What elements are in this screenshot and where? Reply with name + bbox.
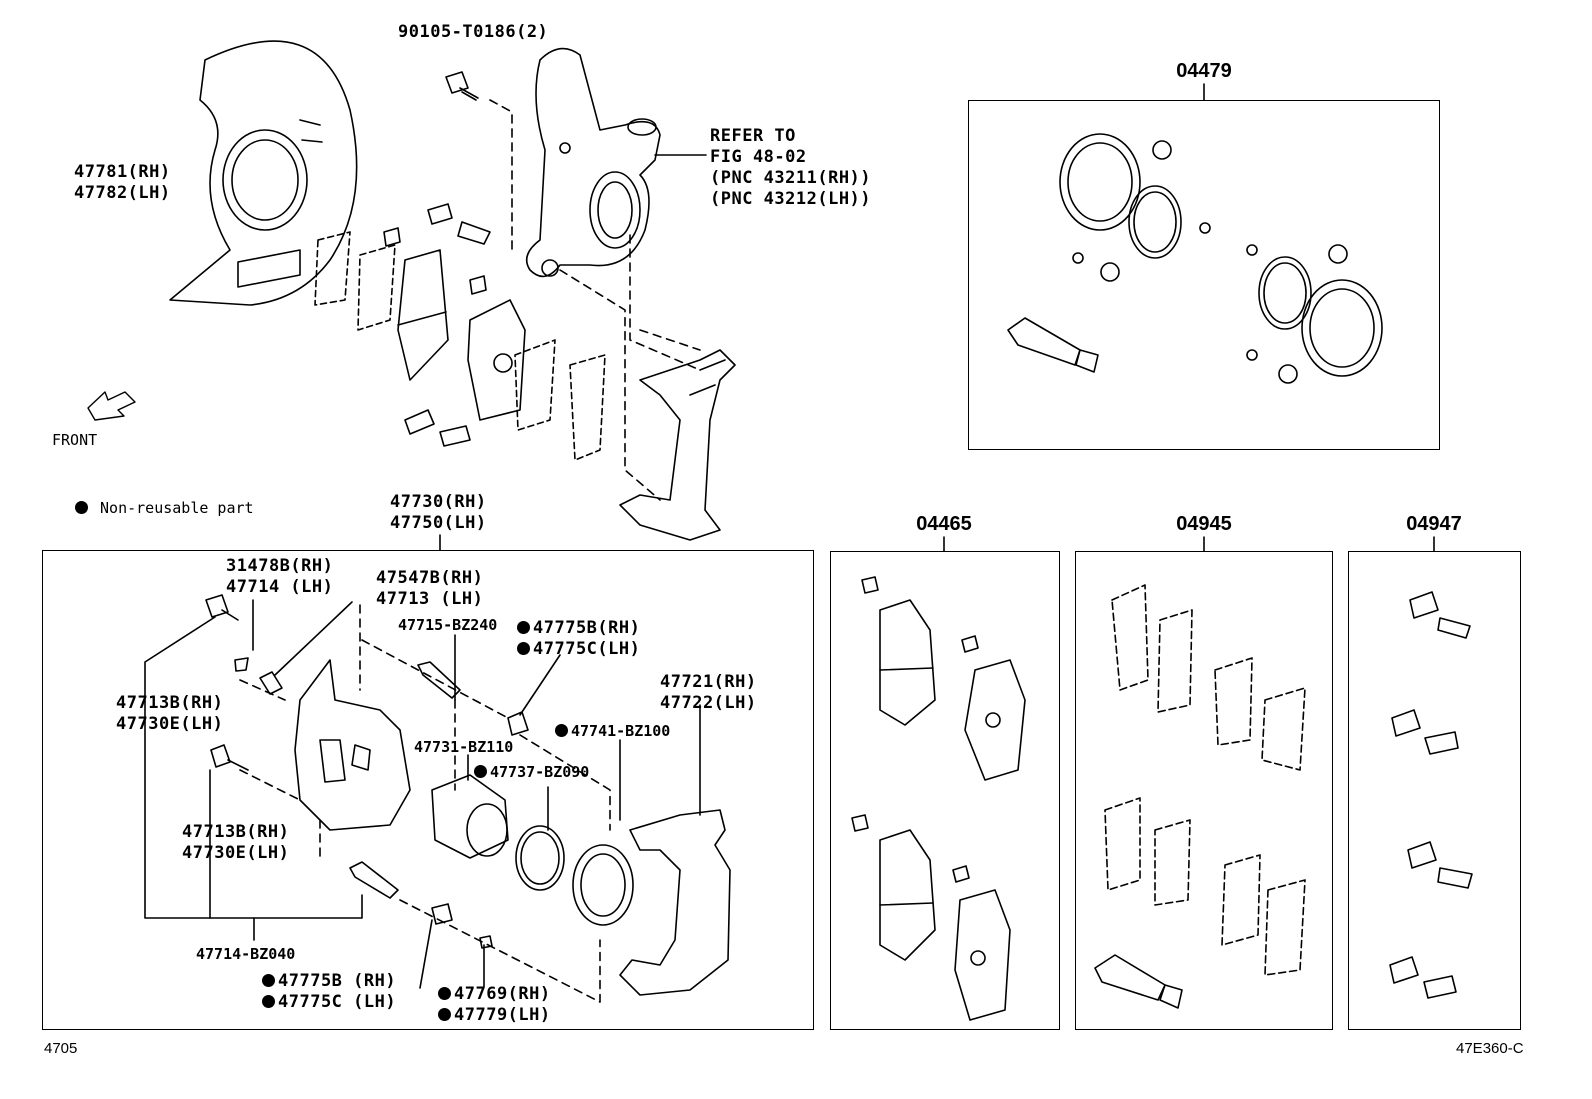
label-47715-BZ240[interactable]: 47715-BZ240 xyxy=(398,616,498,634)
upper-pad-assembly xyxy=(314,203,606,461)
caliper-assembly-drawing xyxy=(144,594,731,996)
steering-knuckle-shape xyxy=(525,47,661,278)
non-reusable-dot-icon xyxy=(438,1008,451,1021)
dashed-guides-lower xyxy=(239,604,611,1003)
non-reusable-dot-icon xyxy=(262,995,275,1008)
non-reusable-dot-icon xyxy=(517,642,530,655)
non-reusable-dot-icon xyxy=(438,987,451,1000)
dust-cover-shape xyxy=(169,40,358,306)
label-47730E-a[interactable]: 47730E(LH) xyxy=(116,714,224,734)
legend-text: Non-reusable part xyxy=(100,499,254,517)
label-47713B-a[interactable]: 47713B(RH) xyxy=(116,693,224,713)
non-reusable-dot-icon xyxy=(262,974,275,987)
box-04947 xyxy=(1348,551,1521,1030)
non-reusable-dot-icon xyxy=(474,765,487,778)
clip-kit-drawing xyxy=(1389,591,1473,999)
label-47721[interactable]: 47721(RH) xyxy=(660,672,757,692)
kit-label-04465[interactable]: 04465 xyxy=(916,513,972,535)
knuckle-bolt-shape xyxy=(445,71,479,101)
label-31478B[interactable]: 31478B(RH) xyxy=(226,556,334,576)
label-47713B-b[interactable]: 47713B(RH) xyxy=(182,822,290,842)
label-47737-BZ090[interactable]: 47737-BZ090 xyxy=(474,762,589,782)
label-47547B[interactable]: 47547B(RH) xyxy=(376,568,484,588)
box-04945 xyxy=(1075,551,1333,1030)
box-04479 xyxy=(968,100,1440,450)
refer-line-2[interactable]: FIG 48-02 xyxy=(710,147,807,167)
label-47731-BZ110[interactable]: 47731-BZ110 xyxy=(414,738,514,756)
shim-kit-grease xyxy=(1094,954,1183,1009)
kit-label-04947[interactable]: 04947 xyxy=(1406,513,1462,535)
refer-line-4: (PNC 43212(LH)) xyxy=(710,189,872,209)
label-47779[interactable]: 47779(LH) xyxy=(438,1005,551,1026)
label-47714-BZ040[interactable]: 47714-BZ040 xyxy=(196,945,296,963)
label-47750[interactable]: 47750(LH) xyxy=(390,513,487,533)
label-47775B-bottom[interactable]: 47775B (RH) xyxy=(262,971,396,992)
non-reusable-dot-icon xyxy=(555,724,568,737)
box-caliper xyxy=(42,550,814,1030)
non-reusable-dot-icon xyxy=(517,621,530,634)
label-90105-T0186[interactable]: 90105-T0186(2) xyxy=(398,22,549,42)
label-47781[interactable]: 47781(RH) xyxy=(74,162,171,182)
label-47713[interactable]: 47713 (LH) xyxy=(376,589,484,609)
shim-kit-drawing xyxy=(1104,584,1306,976)
kit-label-04945[interactable]: 04945 xyxy=(1176,513,1232,535)
label-47730[interactable]: 47730(RH) xyxy=(390,492,487,512)
label-47775C-top[interactable]: 47775C(LH) xyxy=(517,639,640,660)
upper-bracket-shape xyxy=(619,349,736,541)
pad-kit-drawing xyxy=(851,576,1026,1021)
legend: Non-reusable part xyxy=(75,498,254,518)
label-47730E-b[interactable]: 47730E(LH) xyxy=(182,843,290,863)
figure-code: 47E360-C xyxy=(1456,1040,1524,1057)
box-04465 xyxy=(830,551,1060,1030)
front-label: FRONT xyxy=(52,431,98,449)
seal-kit-drawing xyxy=(1007,133,1383,384)
label-47741-BZ100[interactable]: 47741-BZ100 xyxy=(555,721,670,741)
label-47775C-bottom[interactable]: 47775C (LH) xyxy=(262,992,396,1013)
label-47714[interactable]: 47714 (LH) xyxy=(226,577,334,597)
page-number: 4705 xyxy=(44,1040,78,1057)
dashed-guides-upper xyxy=(489,99,701,501)
label-47769[interactable]: 47769(RH) xyxy=(438,984,551,1005)
label-47775B-top[interactable]: 47775B(RH) xyxy=(517,618,640,639)
label-47782[interactable]: 47782(LH) xyxy=(74,183,171,203)
front-arrow xyxy=(87,391,136,421)
kit-label-04479[interactable]: 04479 xyxy=(1176,60,1232,82)
refer-line-3: (PNC 43211(RH)) xyxy=(710,168,872,188)
non-reusable-dot-icon xyxy=(75,501,88,514)
label-47722[interactable]: 47722(LH) xyxy=(660,693,757,713)
refer-line-1: REFER TO xyxy=(710,126,796,146)
